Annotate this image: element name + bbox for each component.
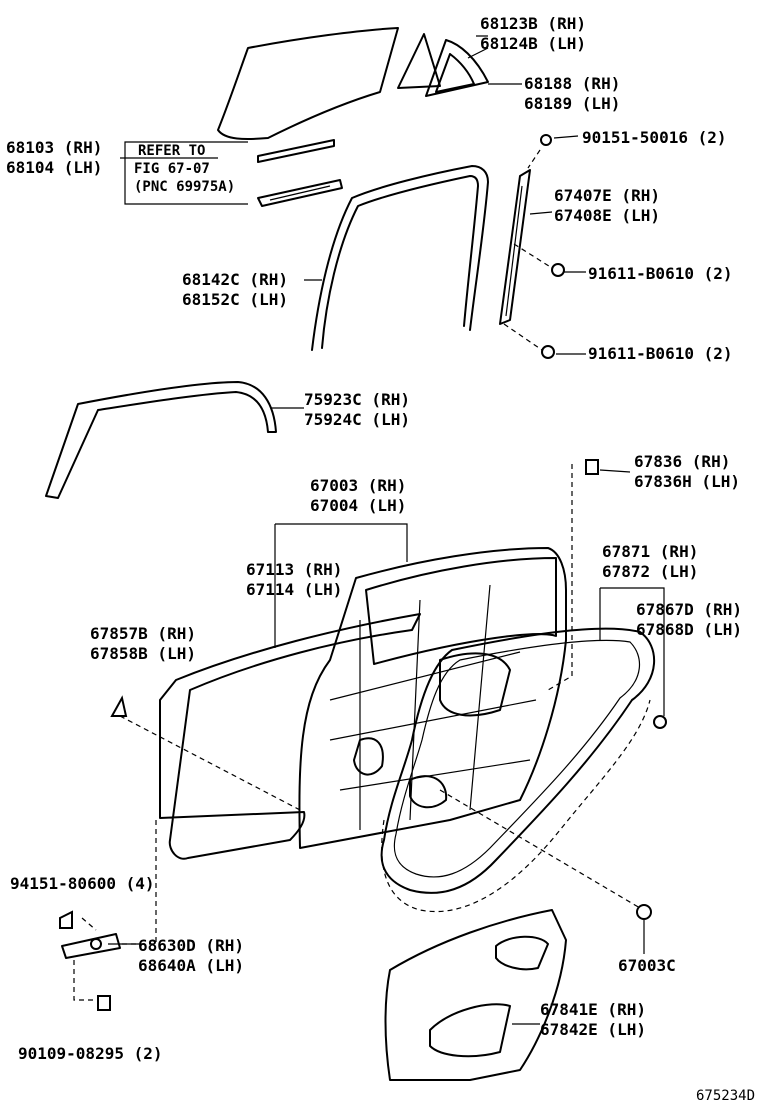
label-75923: 75923C (RH)75924C (LH) [304,390,410,430]
label-68630-lh: 68640A (LH) [138,956,244,975]
belt-outer [257,139,335,163]
division-bar-inner [505,185,523,317]
label-68103-lh: 68104 (LH) [6,158,103,177]
label-90109: 90109-08295 (2) [18,1044,163,1063]
door-reinforcement [329,584,537,830]
label-67871-rh: 67871 (RH) [602,542,699,561]
label-67003-lh: 67004 (LH) [310,496,407,515]
clip-67836 [585,459,599,475]
label-67836: 67836 (RH)67836H (LH) [634,452,740,492]
label-68188-rh: 68188 (RH) [524,74,621,93]
label-68188-lh: 68189 (LH) [524,94,621,113]
trim-armrest [429,1003,511,1058]
belt-inner [257,179,343,207]
door-frame-moulding [45,381,277,499]
door-panel [298,547,567,849]
label-68142-lh: 68152C (LH) [182,290,288,309]
label-67407: 67407E (RH)67408E (LH) [554,186,660,226]
label-68142-rh: 68142C (RH) [182,270,288,289]
label-67871: 67871 (RH)67872 (LH) [602,542,698,582]
label-67113: 67113 (RH)67114 (LH) [246,560,342,600]
label-91611b: 91611-B0610 (2) [588,344,733,363]
label-67003: 67003 (RH)67004 (LH) [310,476,406,516]
division-bar [499,169,531,325]
belt-inner-detail [269,185,331,201]
quarter-glass [397,33,441,89]
label-67857: 67857B (RH)67858B (LH) [90,624,196,664]
door-seal-small [110,695,128,717]
label-75923-lh: 75924C (LH) [304,410,410,429]
door-weatherstrip [380,627,655,894]
label-67003c: 67003C [618,956,676,975]
label-67867: 67867D (RH)67868D (LH) [636,600,742,640]
clip-a [540,134,552,146]
label-68188: 68188 (RH)68189 (LH) [524,74,620,114]
door-trim-board [384,909,567,1081]
hinge-bolt-b [97,995,111,1011]
opening-trim-dashed [381,699,651,912]
label-67857-lh: 67858B (LH) [90,644,196,663]
refer-line-2: FIG 67-07 [134,161,210,177]
label-75923-rh: 75923C (RH) [304,390,410,409]
outer-panel [159,613,421,860]
label-67407-rh: 67407E (RH) [554,186,660,205]
label-68123: 68123B (RH)68124B (LH) [480,14,586,54]
label-67113-rh: 67113 (RH) [246,560,343,579]
clip-67867 [653,715,667,729]
door-glass [217,27,399,140]
door-window-frame [365,557,557,665]
label-68103: 68103 (RH)68104 (LH) [6,138,102,178]
lead-67871 [599,587,665,716]
quarter-seal [425,39,489,97]
glass-run-inner [321,175,479,349]
label-67841-rh: 67841E (RH) [540,1000,646,1019]
lead-67003 [274,523,408,648]
label-67867-rh: 67867D (RH) [636,600,742,619]
label-67003-rh: 67003 (RH) [310,476,407,495]
label-94151: 94151-80600 (4) [10,874,155,893]
trim-handle-pocket [495,935,549,971]
label-67857-rh: 67857B (RH) [90,624,196,643]
clip-c [541,345,555,359]
label-67836-lh: 67836H (LH) [634,472,740,491]
label-68142: 68142C (RH)68152C (LH) [182,270,288,310]
refer-line-3: (PNC 69975A) [134,179,236,195]
door-check [61,933,121,959]
label-68630: 68630D (RH)68640A (LH) [138,936,244,976]
hinge-bolt-a [59,910,73,929]
diagram-code: 675234D [696,1088,756,1104]
refer-note: REFER TO FIG 67-07 (PNC 69975A) [134,142,235,196]
label-67113-lh: 67114 (LH) [246,580,343,599]
glass-run [311,165,489,351]
label-67871-lh: 67872 (LH) [602,562,699,581]
refer-line-1: REFER TO [138,143,206,159]
label-67841-lh: 67842E (LH) [540,1020,646,1039]
clip-67003c [636,904,652,920]
label-91611a: 91611-B0610 (2) [588,264,733,283]
label-90151: 90151-50016 (2) [582,128,727,147]
clip-b [551,263,565,277]
label-67407-lh: 67408E (LH) [554,206,660,225]
label-67867-lh: 67868D (LH) [636,620,742,639]
door-weatherstrip-inner [393,639,641,878]
refer-bracket [124,141,248,205]
label-67841: 67841E (RH)67842E (LH) [540,1000,646,1040]
label-68103-rh: 68103 (RH) [6,138,103,157]
label-67836-rh: 67836 (RH) [634,452,731,471]
label-68630-rh: 68630D (RH) [138,936,244,955]
label-68123-rh: 68123B (RH) [480,14,586,33]
label-68123-lh: 68124B (LH) [480,34,586,53]
